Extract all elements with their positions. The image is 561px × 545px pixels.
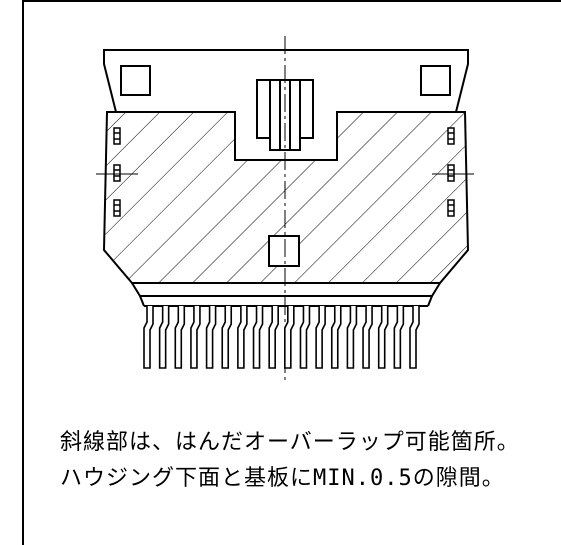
center-latch-left <box>269 79 281 151</box>
connector-pin <box>143 306 154 369</box>
connector-pin <box>268 306 279 369</box>
connector-pin <box>346 306 358 369</box>
connector-pin <box>330 306 342 369</box>
left-side-terminals <box>113 127 121 217</box>
connector-pin <box>409 306 420 369</box>
note-clearance: ハウジング下面と基板にMIN.0.5の隙間。 <box>60 466 505 491</box>
note-hatched-area: 斜線部は、はんだオーバーラップ可能箇所。 <box>60 430 520 455</box>
connector-pin <box>221 306 233 369</box>
housing-body-outline <box>102 111 470 284</box>
connector-pin <box>190 306 201 369</box>
connector-pin <box>284 306 295 369</box>
drawing-frame <box>22 0 561 545</box>
connector-pins <box>143 306 420 369</box>
connector-pin <box>377 306 389 369</box>
connector-pin <box>174 306 186 369</box>
base-side-left <box>139 295 145 307</box>
housing-top-outline <box>103 49 469 113</box>
connector-pin <box>315 306 326 369</box>
connector-pin <box>205 306 217 369</box>
connector-pin <box>362 306 373 369</box>
base-side-right <box>427 295 433 307</box>
connector-pin <box>237 306 248 369</box>
connector-pin <box>252 306 264 369</box>
connector-pin <box>158 306 170 369</box>
left-corner-square <box>120 65 151 96</box>
base-step-upper <box>131 282 441 297</box>
right-side-terminals <box>447 127 455 217</box>
right-corner-square <box>420 65 451 96</box>
center-latch-right <box>289 79 301 151</box>
connector-pin <box>299 306 311 369</box>
connector-pin <box>393 306 405 369</box>
center-square <box>268 235 300 267</box>
